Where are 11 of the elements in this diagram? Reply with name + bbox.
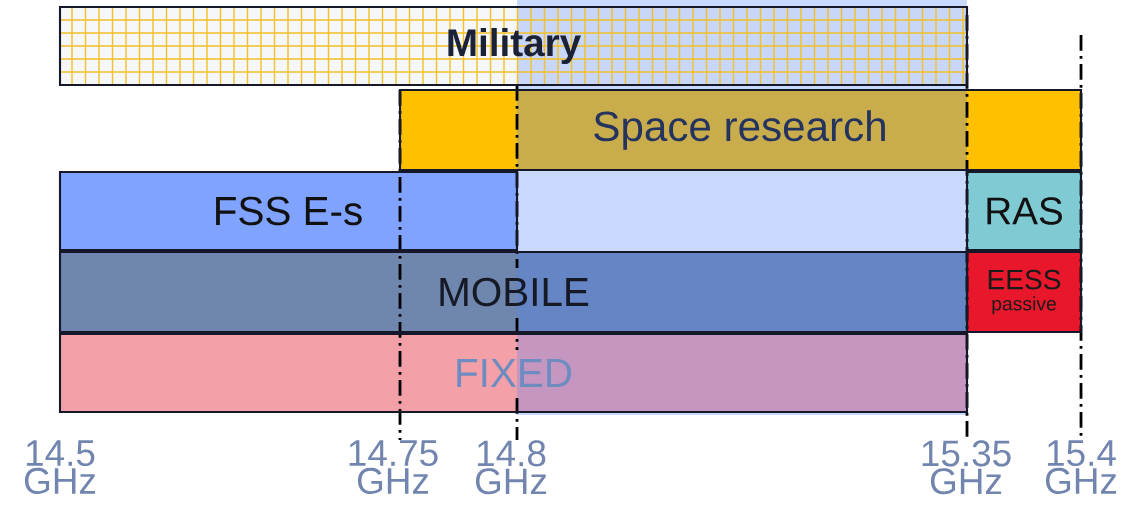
frequency-band: MOBILE — [58, 250, 969, 334]
frequency-label: 14.8 GHz — [475, 440, 547, 495]
frequency-label: 14.75 GHz — [349, 440, 438, 494]
frequency-band: Space research — [398, 88, 1083, 172]
frequency-band: FIXED — [58, 332, 969, 414]
frequency-band: FSS E-s — [58, 170, 519, 252]
frequency-band: EESS passive — [965, 250, 1083, 334]
frequency-band: RAS — [965, 170, 1083, 252]
frequency-label: 15.4 GHz — [1045, 440, 1117, 494]
frequency-label: 15.35 GHz — [922, 440, 1011, 495]
frequency-label: 14.5 GHz — [24, 440, 96, 494]
